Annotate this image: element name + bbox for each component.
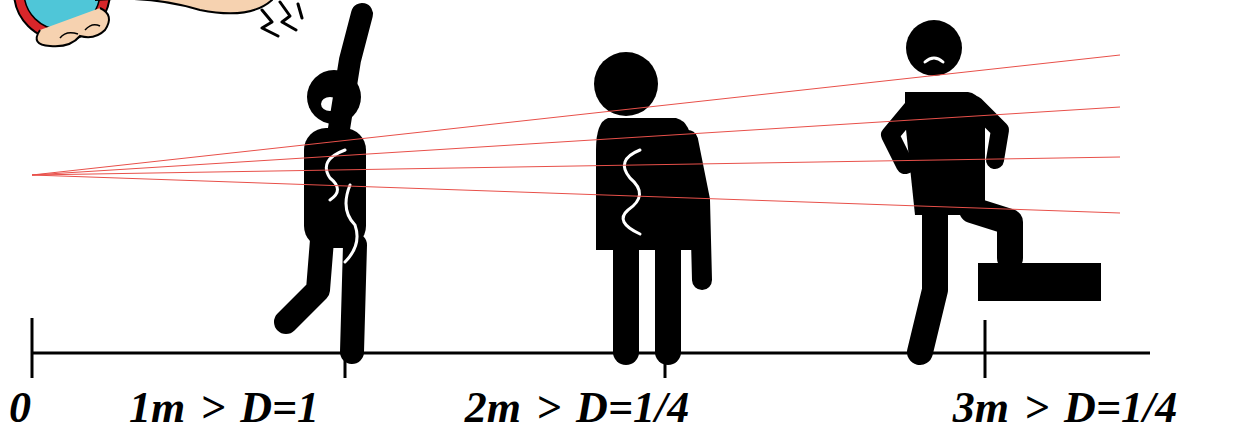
frown	[925, 58, 943, 62]
figure-backache	[890, 20, 1101, 352]
axis-line	[32, 352, 1150, 355]
bent-leg	[286, 240, 322, 322]
step-leg	[972, 210, 1010, 258]
sight-line	[32, 175, 1120, 213]
tick	[31, 318, 34, 378]
pain-line	[623, 150, 640, 234]
tick	[664, 320, 667, 378]
sight-line	[32, 55, 1120, 175]
hand	[95, 0, 272, 13]
distance-label: 2m > D=1/4	[465, 386, 689, 430]
tick	[984, 320, 987, 378]
sight-line	[32, 107, 1120, 175]
figure-headache	[262, 2, 366, 352]
right-leg	[655, 245, 681, 352]
pain-marks	[262, 2, 302, 36]
standing-leg	[920, 210, 935, 352]
right-arm	[975, 105, 1000, 160]
head	[906, 20, 962, 76]
arm	[688, 140, 702, 280]
distance-axis	[32, 318, 1150, 378]
left-leg	[613, 245, 639, 352]
leg	[352, 245, 355, 352]
distance-label: 1m > D=1	[129, 386, 319, 430]
head	[594, 52, 658, 116]
tick	[344, 320, 347, 378]
finger-lines	[60, 25, 100, 38]
raised-arm	[338, 14, 362, 135]
pain-line	[326, 150, 357, 262]
sight-line	[32, 157, 1120, 175]
figure-stomach	[594, 52, 702, 352]
step-box	[978, 263, 1101, 301]
left-arm	[890, 105, 918, 165]
distance-label: 3m > D=1/4	[953, 386, 1177, 430]
compass-clipart	[14, 0, 272, 46]
distance-label: 0	[9, 386, 31, 430]
sight-lines	[32, 55, 1120, 213]
fingers	[37, 8, 109, 46]
torso	[596, 118, 692, 250]
